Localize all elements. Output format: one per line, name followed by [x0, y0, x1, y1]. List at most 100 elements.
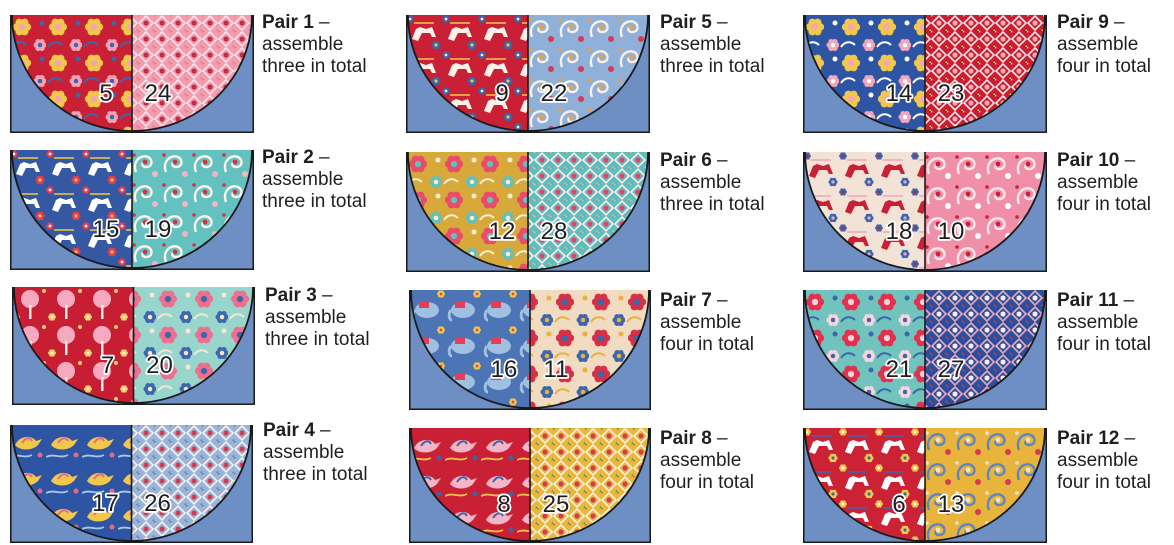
quantity-text: three in total [263, 464, 368, 485]
quantity-text: four in total [660, 334, 754, 355]
right-fabric-number: 11 [544, 356, 569, 383]
quilt-block-diagram: 12 28 [406, 151, 650, 272]
left-fabric-number: 7 [101, 352, 114, 379]
pair-dash: – [316, 285, 333, 306]
quantity-text: three in total [262, 191, 367, 212]
pair-dash: – [313, 12, 330, 33]
left-fabric-number: 15 [93, 216, 120, 243]
pair-dash: – [711, 290, 728, 311]
right-fabric-number: 27 [938, 356, 965, 383]
assemble-text: assemble [262, 34, 344, 55]
quantity-text: four in total [1057, 56, 1151, 77]
pair-dash: – [711, 428, 728, 449]
assemble-text: assemble [1057, 312, 1139, 333]
pair-title: Pair 1 [262, 12, 314, 33]
quantity-text: three in total [660, 56, 765, 77]
pair-dash: – [1118, 290, 1135, 311]
pair-dash: – [1119, 428, 1136, 449]
pair-title: Pair 11 [1057, 290, 1119, 311]
pair-title: Pair 8 [660, 428, 712, 449]
right-fabric-number: 23 [938, 80, 965, 107]
left-fabric-number: 18 [886, 218, 913, 245]
right-fabric-number: 22 [541, 80, 568, 107]
right-fabric-number: 20 [146, 352, 173, 379]
quantity-text: three in total [660, 194, 765, 215]
pair-heading: Pair 8 – [660, 428, 754, 450]
assemble-text: assemble [660, 312, 742, 333]
pair-dash: – [1108, 12, 1125, 33]
quilt-block-diagram: 7 20 [12, 286, 255, 405]
left-fabric-number: 9 [495, 80, 508, 107]
left-fabric-number: 5 [99, 80, 112, 107]
quantity-text: four in total [660, 472, 754, 493]
pair-title: Pair 5 [660, 12, 712, 33]
assemble-text: assemble [1057, 450, 1139, 471]
right-fabric-number: 28 [541, 218, 568, 245]
pair-heading: Pair 9 – [1057, 12, 1151, 34]
pair-heading: Pair 2 – [262, 147, 367, 169]
left-fabric-number: 16 [491, 356, 518, 383]
pair-heading: Pair 1 – [262, 12, 367, 34]
left-fabric-number: 17 [92, 490, 119, 517]
pair-title: Pair 10 [1057, 150, 1120, 171]
pair-title: Pair 4 [263, 420, 315, 441]
pair-heading: Pair 7 – [660, 290, 754, 312]
left-fabric-number: 8 [497, 491, 510, 518]
pair-title: Pair 6 [660, 150, 712, 171]
quilt-block-diagram: 5 24 [10, 14, 254, 133]
quantity-text: four in total [1057, 334, 1151, 355]
right-fabric-number: 13 [938, 491, 965, 518]
left-fabric-number: 12 [489, 218, 516, 245]
left-fabric-number: 6 [892, 491, 905, 518]
pair-heading: Pair 11 – [1057, 290, 1151, 312]
quantity-text: three in total [265, 329, 370, 350]
quilt-block-diagram: 8 25 [409, 427, 651, 543]
quilt-block-diagram: 9 22 [406, 14, 650, 133]
pair-title: Pair 2 [262, 147, 314, 168]
quantity-text: four in total [1057, 472, 1151, 493]
right-fabric-number: 10 [938, 218, 965, 245]
assemble-text: assemble [263, 442, 345, 463]
right-fabric-number: 24 [145, 80, 172, 107]
assemble-text: assemble [1057, 34, 1139, 55]
pair-heading: Pair 6 – [660, 150, 765, 172]
pair-dash: – [313, 147, 330, 168]
right-fabric-number: 26 [144, 490, 171, 517]
pair-heading: Pair 4 – [263, 420, 368, 442]
quantity-text: four in total [1057, 194, 1151, 215]
assemble-text: assemble [660, 34, 742, 55]
pair-heading: Pair 3 – [265, 285, 370, 307]
left-fabric-number: 14 [886, 80, 913, 107]
pair-heading: Pair 5 – [660, 12, 765, 34]
assemble-text: assemble [262, 169, 344, 190]
assemble-text: assemble [660, 450, 742, 471]
assemble-text: assemble [660, 172, 742, 193]
pair-title: Pair 9 [1057, 12, 1109, 33]
quilt-block-diagram: 14 23 [803, 14, 1047, 133]
pair-title: Pair 12 [1057, 428, 1120, 449]
pair-dash: – [711, 12, 728, 33]
assemble-text: assemble [1057, 172, 1139, 193]
pair-heading: Pair 12 – [1057, 428, 1151, 450]
pair-title: Pair 3 [265, 285, 317, 306]
pair-dash: – [711, 150, 728, 171]
right-fabric-number: 19 [145, 216, 172, 243]
quilt-block-diagram: 6 13 [803, 427, 1047, 543]
right-fabric-number: 25 [543, 491, 570, 518]
assemble-text: assemble [265, 307, 347, 328]
